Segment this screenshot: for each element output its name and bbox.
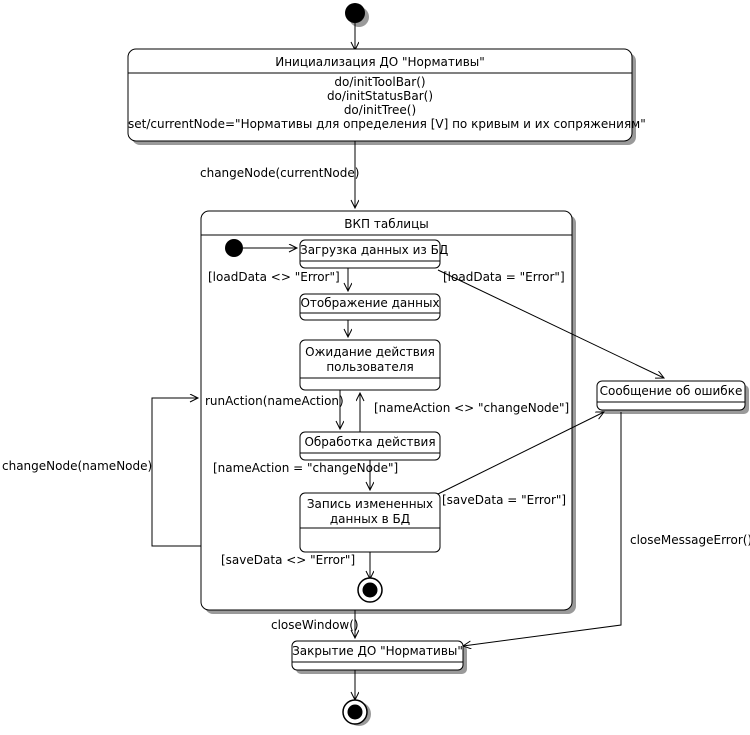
initial-state-node <box>345 3 365 23</box>
state-init-do-actions: do/initToolBar() do/initStatusBar() do/i… <box>128 75 646 131</box>
state-process-action-label: Обработка действия <box>304 435 436 449</box>
state-close-do-box <box>291 640 464 671</box>
composite-state-box <box>200 210 573 611</box>
init-do-action-2: do/initTree() <box>343 103 417 117</box>
state-init-do-title: Инициализация ДО "Нормативы" <box>275 55 485 69</box>
inner-state-dividers <box>300 260 440 529</box>
state-save-data-label-line2: данных в БД <box>329 512 411 526</box>
state-wait-user-label-line2: пользователя <box>326 360 414 374</box>
edge-load-error-to-message <box>437 269 664 378</box>
final-state-inner <box>347 704 363 720</box>
edge-label-close-window: closeWindow() <box>271 618 359 632</box>
state-init-do-box <box>127 48 633 142</box>
init-do-action-0: do/initToolBar() <box>334 75 426 89</box>
init-do-action-1: do/initStatusBar() <box>326 89 434 103</box>
edge-label-name-action-other: [nameAction <> "changeNode"] <box>374 401 570 415</box>
edge-label-change-node-current: changeNode(currentNode) <box>200 166 360 180</box>
state-close-do-label: Закрытие ДО "Нормативы" <box>292 644 463 658</box>
edge-label-save-ok: [saveData <> "Error"] <box>221 553 356 567</box>
edge-label-load-error: [loadData = "Error"] <box>443 270 565 284</box>
state-show-data-label: Отображение данных <box>300 296 440 310</box>
edge-label-name-action-change: [nameAction = "changeNode"] <box>213 461 399 475</box>
inner-final-state-inner <box>362 582 378 598</box>
state-error-message-label: Сообщение об ошибке <box>599 384 743 398</box>
edge-save-error-to-message <box>437 412 604 495</box>
edge-label-load-ok: [loadData <> "Error"] <box>208 270 340 284</box>
edge-label-close-message-error: closeMessageError() <box>630 533 750 547</box>
inner-initial-state-node <box>225 239 243 257</box>
state-wait-user-label-line1: Ожидание действия <box>305 345 435 359</box>
edge-label-save-error: [saveData = "Error"] <box>442 493 567 507</box>
edge-change-node-loop <box>151 398 201 547</box>
composite-state-title: ВКП таблицы <box>344 217 429 231</box>
edge-label-run-action: runAction(nameAction) <box>205 394 344 408</box>
init-do-action-3: set/currentNode="Нормативы для определен… <box>128 117 646 131</box>
state-load-data-label: Загрузка данных из БД <box>300 243 449 257</box>
state-save-data-label-line1: Запись измененных <box>306 497 434 511</box>
edge-close-message-error <box>463 412 622 646</box>
edge-label-change-node-name: changeNode(nameNode) <box>2 459 153 473</box>
state-error-message-box <box>596 380 746 411</box>
